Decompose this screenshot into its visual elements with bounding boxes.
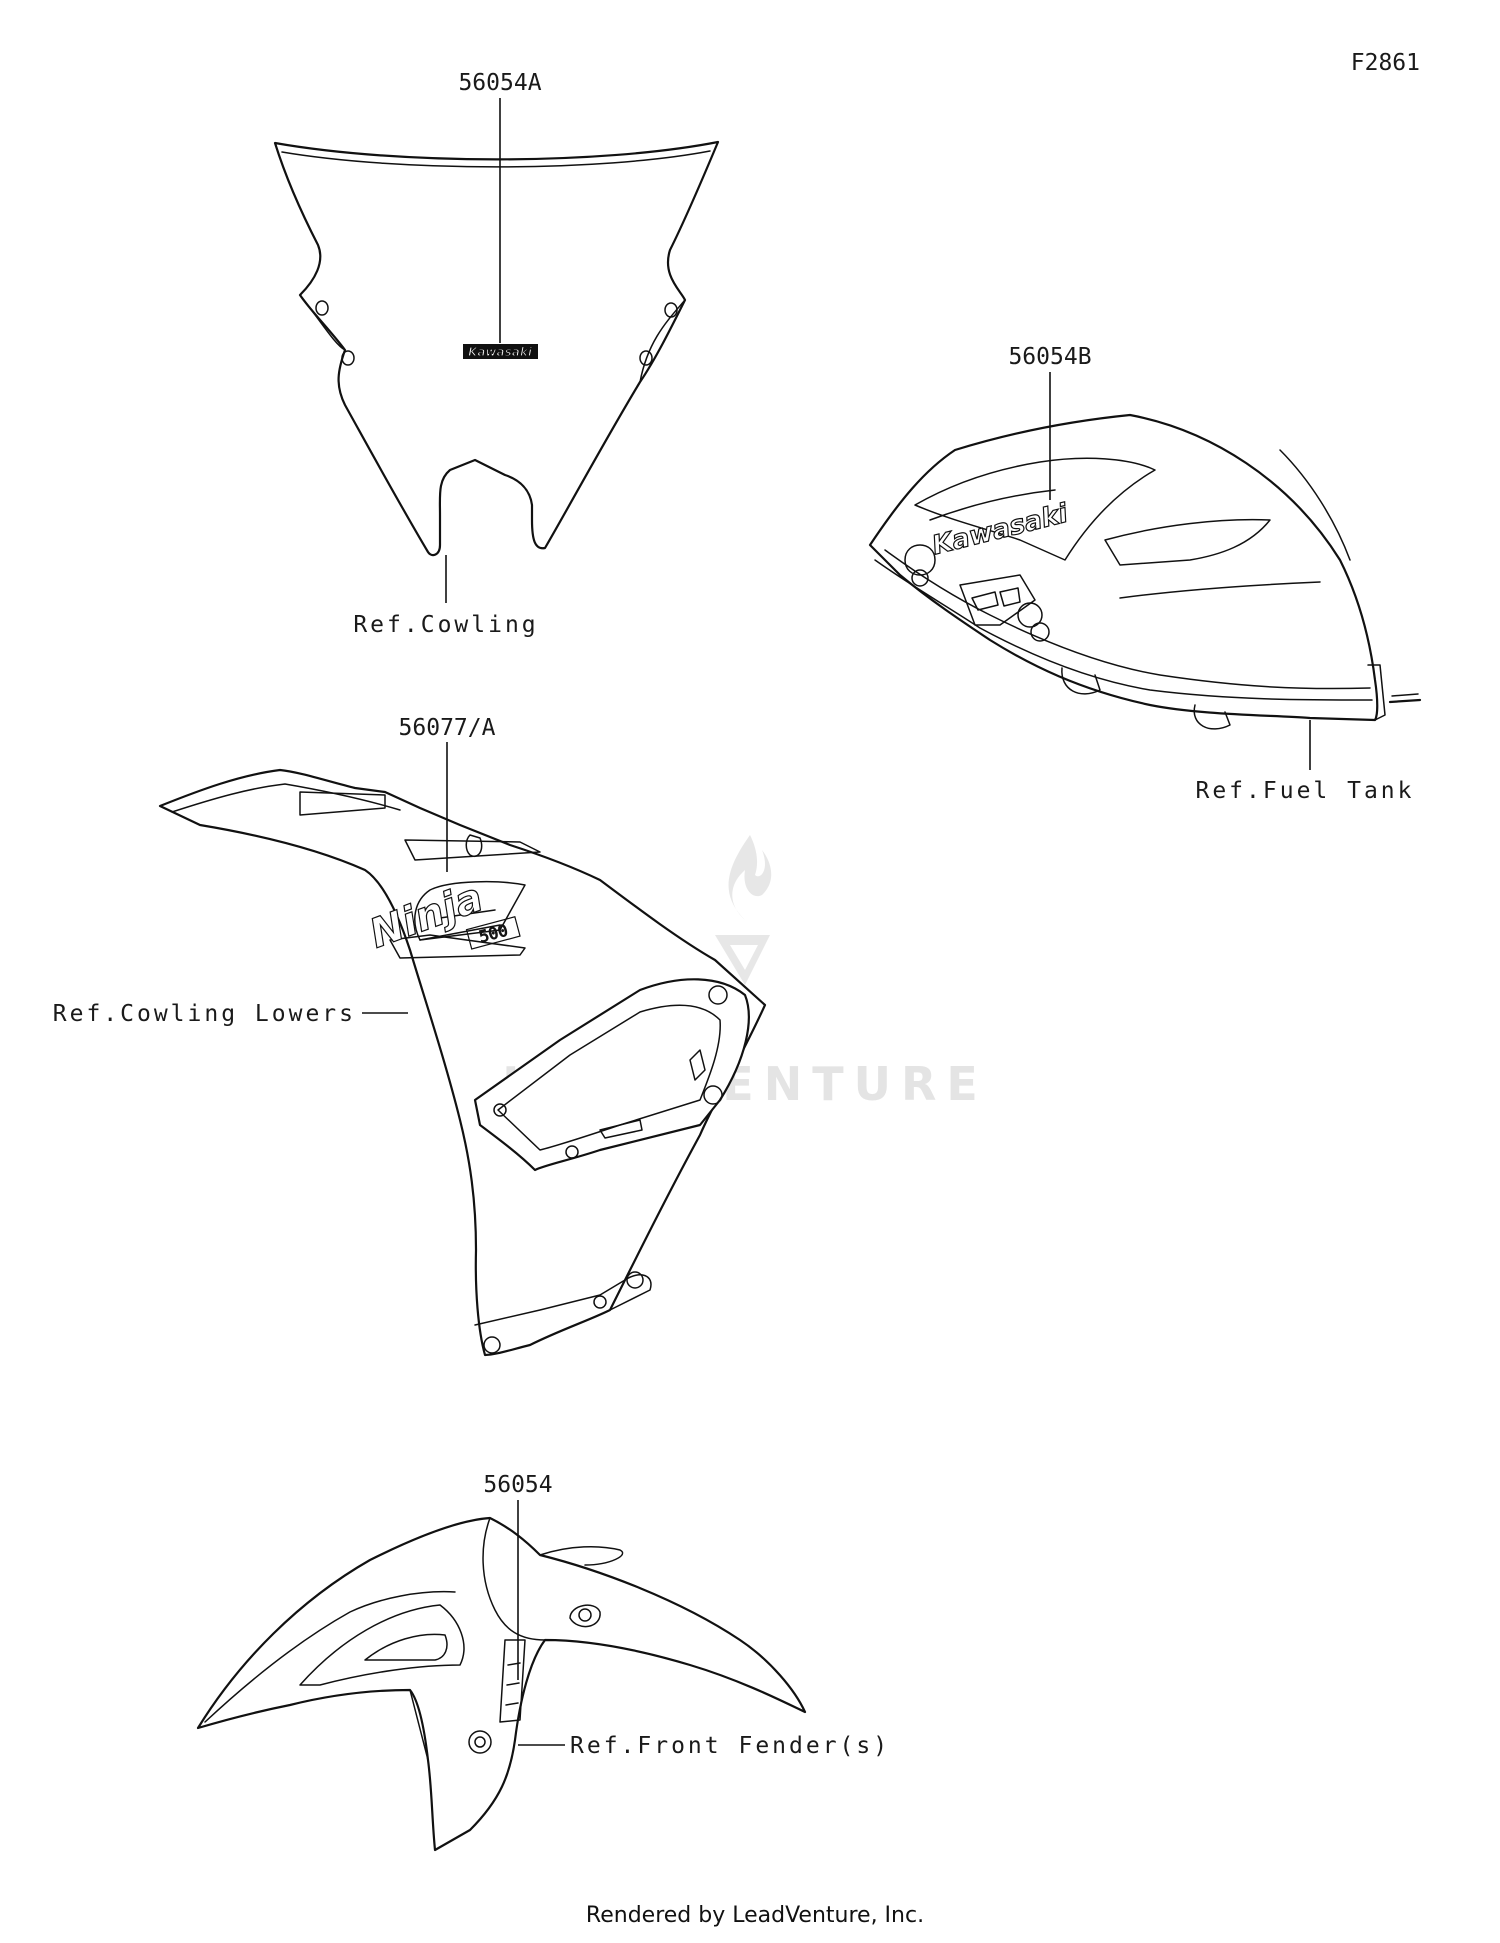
part-number-56077A: 56077/A: [399, 715, 496, 741]
fuel-tank-decal-text: Kawasaki: [929, 498, 1072, 561]
windshield-decal-text: Kawasaki: [468, 345, 533, 359]
part-number-56054: 56054: [483, 1472, 552, 1498]
part-number-56054B: 56054B: [1008, 344, 1091, 370]
ref-label-cowling: Ref.Cowling: [353, 612, 538, 638]
front-fender-illustration: [196, 1516, 807, 1852]
watermark-logo: [715, 835, 772, 985]
figure-code: F2861: [1351, 50, 1420, 76]
footer-credit: Rendered by LeadVenture, Inc.: [586, 1903, 924, 1928]
part-number-56054A: 56054A: [458, 70, 541, 96]
cowling-decal-subtext: 500: [477, 920, 510, 946]
cowling-lower-illustration: Ninja 500: [158, 768, 767, 1357]
ref-label-cowling-lowers: Ref.Cowling Lowers: [53, 1001, 356, 1027]
windshield-illustration: Kawasaki: [273, 140, 720, 557]
ref-label-fuel-tank: Ref.Fuel Tank: [1195, 778, 1414, 804]
fuel-tank-illustration: Kawasaki: [868, 413, 1422, 730]
ref-label-front-fender: Ref.Front Fender(s): [570, 1733, 890, 1759]
